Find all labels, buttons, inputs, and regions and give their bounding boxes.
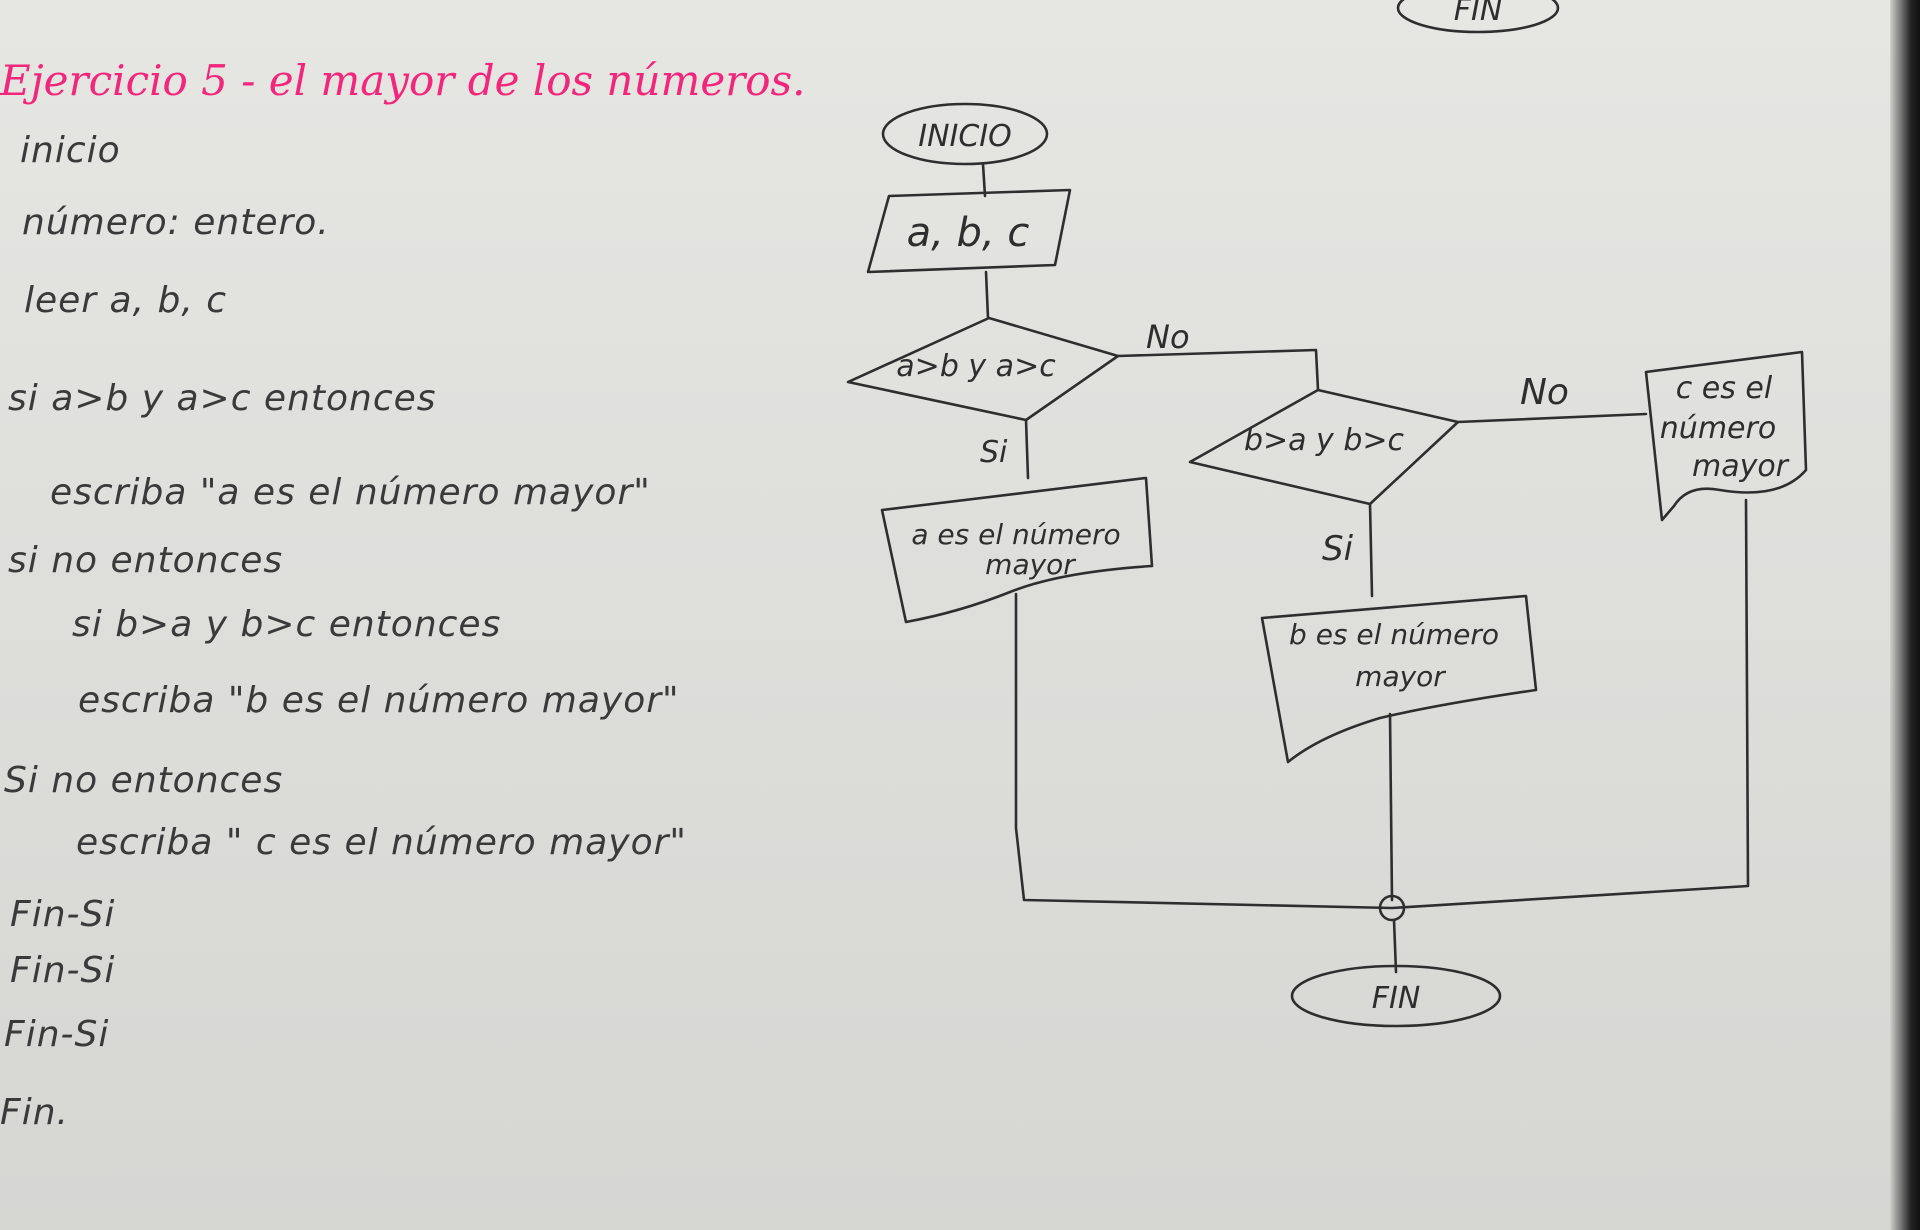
connector-input-decision1 [984, 270, 990, 320]
connector-decision1-no [1116, 348, 1320, 392]
output-b-line1: b es el número [1289, 618, 1499, 651]
pseudo-line: escriba "b es el número mayor" [78, 680, 680, 721]
input-label: a, b, c [907, 210, 1030, 256]
output-c-shape [1644, 350, 1808, 522]
output-c-line1: c es el [1676, 371, 1773, 406]
output-b-shape [1260, 594, 1538, 764]
pseudo-line: número: entero. [22, 202, 330, 243]
top-terminal-shape [1396, 0, 1560, 34]
pseudo-line: escriba " c es el número mayor" [76, 822, 687, 863]
si-label-2: Si [1322, 529, 1354, 569]
no-label-1: No [1146, 318, 1190, 356]
top-fin-label: FIN [1454, 0, 1503, 28]
no-label-2: No [1520, 372, 1569, 413]
connector-decision2-no [1456, 412, 1648, 424]
pseudo-line: inicio [20, 130, 121, 171]
start-label: INICIO [918, 119, 1012, 154]
merge-connector-circle [1378, 894, 1406, 922]
end-label: FIN [1372, 981, 1421, 1016]
pseudo-line: si no entonces [8, 540, 284, 581]
end-terminal-shape [1290, 964, 1502, 1028]
pseudo-line: Fin. [0, 1092, 69, 1133]
pseudo-line: Fin-Si [10, 950, 116, 991]
connector-decision1-si [1024, 418, 1030, 480]
input-shape [866, 188, 1072, 274]
connector-merge-end [1392, 918, 1398, 974]
connector-start-input [981, 162, 987, 198]
output-c-line2: número [1660, 411, 1776, 446]
connector-output-b-merge [1388, 712, 1394, 902]
pseudo-line: escriba "a es el número mayor" [50, 472, 651, 513]
start-terminal-shape [881, 102, 1049, 166]
output-b-line2: mayor [1355, 660, 1446, 693]
si-label-1: Si [980, 435, 1008, 470]
exercise-title: Ejercicio 5 - el mayor de los números. [0, 56, 806, 105]
output-a-line2: mayor [985, 548, 1076, 581]
page-edge-shadow [1890, 0, 1920, 1230]
connector-merge-lines [1014, 498, 1750, 910]
decision2-label: b>a y b>c [1244, 423, 1405, 458]
output-c-line3: mayor [1692, 449, 1790, 484]
pseudo-line: si a>b y a>c entonces [8, 378, 437, 419]
pseudo-line: Fin-Si [10, 894, 116, 935]
pseudo-line: Fin-Si [4, 1014, 110, 1055]
output-a-line1: a es el número [911, 518, 1120, 551]
decision1-label: a>b y a>c [896, 349, 1056, 384]
pseudo-line: leer a, b, c [24, 280, 228, 321]
pseudo-line: si b>a y b>c entonces [72, 604, 502, 645]
output-a-shape [880, 476, 1154, 624]
pseudo-line: Si no entonces [4, 760, 284, 801]
connector-decision2-si [1368, 502, 1374, 598]
